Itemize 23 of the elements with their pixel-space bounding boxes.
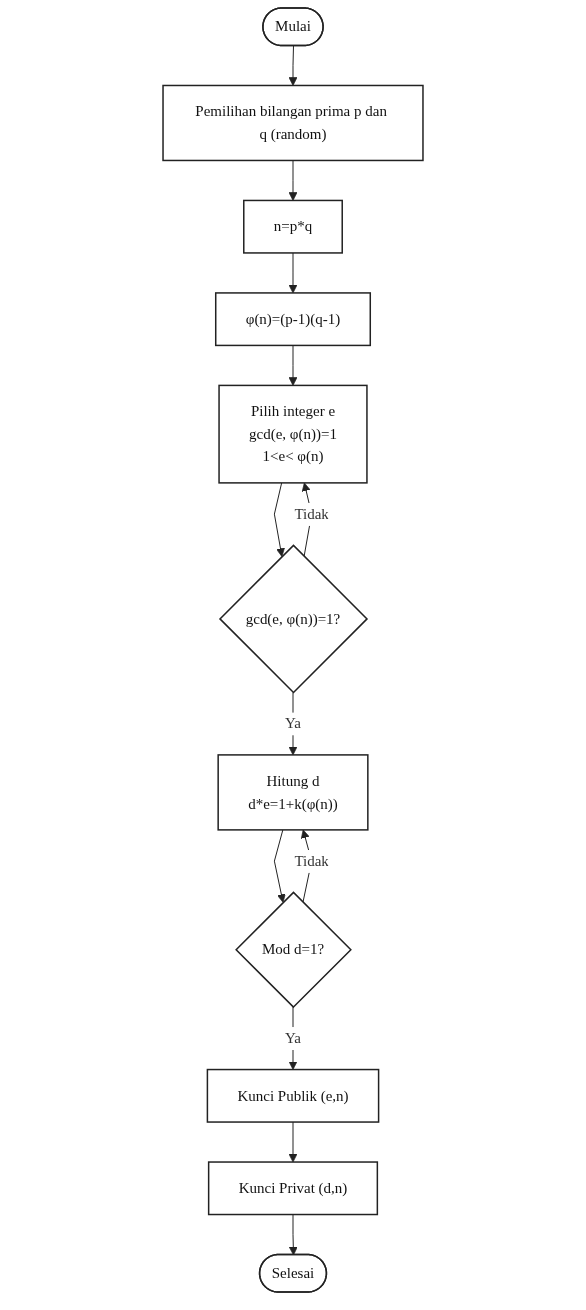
arrow	[288, 1214, 298, 1256]
node-box: n=p*q	[243, 199, 343, 254]
node-box: Pilih integer e gcd(e, φ(n))=1 1<e< φ(n)	[218, 384, 368, 484]
arrow	[288, 691, 298, 756]
arrow	[288, 344, 298, 386]
arrow	[273, 829, 286, 903]
arrow	[288, 159, 298, 201]
node-box: φ(n)=(p-1)(q-1)	[215, 292, 371, 347]
node-box: Pemilihan bilangan prima p dan q (random)	[162, 84, 424, 162]
edge-label: Tidak	[294, 852, 329, 869]
arrow	[288, 1121, 298, 1163]
node-box: Hitung d d*e=1+k(φ(n))	[217, 754, 369, 831]
node-box: Kunci Privat (d,n)	[207, 1161, 379, 1216]
edge-label: Ya	[285, 1030, 301, 1047]
arrow	[288, 1006, 298, 1070]
arrow	[288, 45, 298, 86]
arrow	[288, 252, 298, 294]
node-box: Kunci Publik (e,n)	[206, 1068, 380, 1123]
node-diamond: gcd(e, φ(n))=1?	[218, 544, 369, 694]
node-diamond: Mod d=1?	[235, 891, 352, 1009]
edge-label: Ya	[285, 715, 301, 732]
arrow	[273, 482, 285, 557]
edge-label: Tidak	[294, 505, 329, 522]
